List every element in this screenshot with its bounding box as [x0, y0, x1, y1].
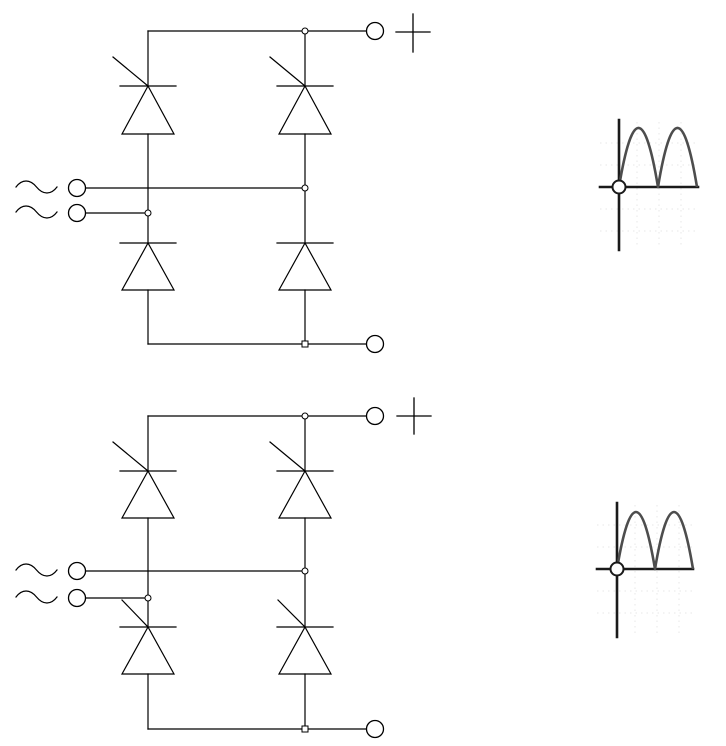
plus-sign [395, 13, 431, 53]
circuit-half-controlled-bridge [15, 13, 431, 354]
thyristor-upper-left [112, 441, 177, 519]
rectified-waveform-icon-1 [598, 118, 700, 252]
wires [85, 415, 367, 730]
gate-lead [121, 599, 149, 628]
thyristor-lower-right [276, 599, 334, 675]
anode-triangle [277, 84, 333, 135]
plot-grid [600, 122, 698, 248]
terminals [67, 21, 385, 354]
sine-wave-icon [15, 590, 58, 604]
ac-source-icons [15, 563, 58, 604]
sine-wave-icon [15, 205, 58, 219]
sine-wave-icon [15, 180, 58, 194]
junction-node-square [301, 725, 309, 733]
junction-node [301, 567, 309, 575]
ac-terminal-1 [67, 178, 87, 198]
junction-nodes [144, 27, 309, 348]
ac-terminal-1 [67, 561, 87, 581]
thyristor-upper-right [269, 56, 334, 135]
anode-triangle [277, 241, 333, 291]
dc-positive-terminal [365, 21, 385, 41]
rectified-sine-curve [615, 511, 695, 571]
origin-marker-circle [609, 561, 625, 577]
gate-lead [112, 56, 149, 87]
junction-node-square [301, 340, 309, 348]
wires [85, 30, 367, 345]
ac-terminal-2 [67, 203, 87, 223]
circuit-fully-controlled-bridge [15, 397, 432, 739]
junction-nodes [144, 412, 309, 733]
thyristor-upper-right [269, 441, 334, 519]
thyristor-lower-left [119, 599, 177, 675]
ac-source-icons [15, 180, 58, 219]
junction-node [301, 184, 309, 192]
sine-wave-icon [15, 563, 58, 577]
anode-triangle [277, 469, 333, 519]
terminals [67, 406, 385, 739]
thyristor-upper-left [112, 56, 177, 135]
anode-triangle [120, 84, 176, 135]
dc-negative-terminal [365, 334, 385, 354]
origin-marker-circle [611, 179, 627, 195]
gate-lead [112, 441, 149, 472]
gate-lead [269, 56, 306, 87]
rectified-waveform-icon-2 [595, 501, 695, 639]
gate-lead [277, 599, 306, 628]
dc-negative-terminal [365, 719, 385, 739]
anode-triangle [120, 241, 176, 291]
junction-node [144, 594, 152, 602]
diode-lower-right [276, 241, 334, 291]
junction-node [144, 209, 152, 217]
diode-lower-left [119, 241, 177, 291]
rectified-sine-curve [617, 126, 699, 189]
gate-lead [269, 441, 306, 472]
junction-node [301, 412, 309, 420]
plus-sign [396, 397, 432, 435]
anode-triangle [120, 625, 176, 675]
anode-triangle [277, 625, 333, 675]
junction-node [301, 27, 309, 35]
ac-terminal-2 [67, 588, 87, 608]
anode-triangle [120, 469, 176, 519]
dc-positive-terminal [365, 406, 385, 426]
